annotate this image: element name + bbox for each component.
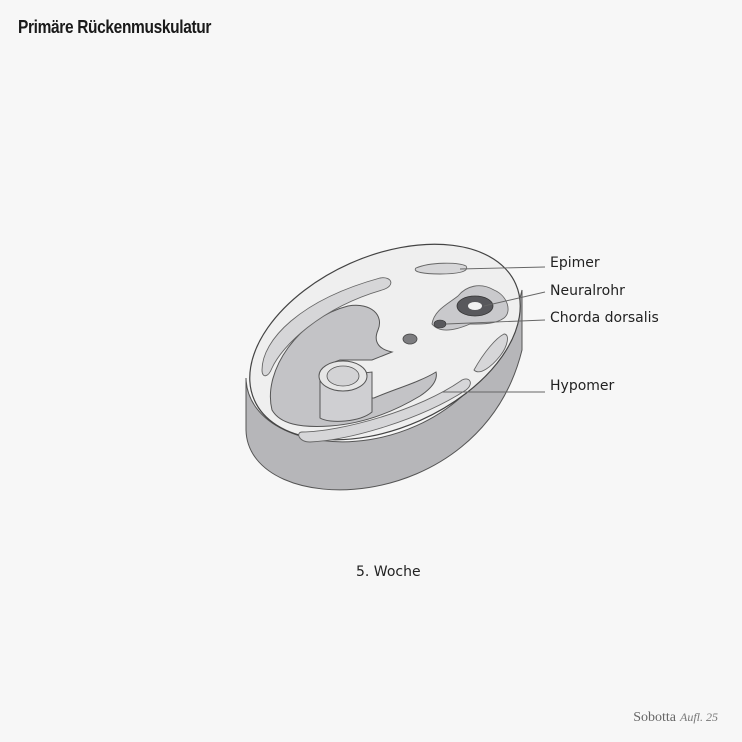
neural-tube-lumen	[468, 302, 482, 310]
edition-label: Aufl. 25	[680, 710, 718, 724]
label-chorda-dorsalis: Chorda dorsalis	[550, 310, 659, 326]
epimer-strip	[261, 277, 392, 377]
label-epimer: Epimer	[550, 255, 600, 271]
hypomer-strip	[473, 333, 508, 373]
label-hypomer: Hypomer	[550, 378, 615, 394]
aorta-dot	[402, 333, 418, 345]
label-neuralrohr: Neuralrohr	[550, 283, 625, 299]
epimer-strip-dorsal	[414, 262, 468, 275]
source-credit: Sobotta Aufl. 25	[633, 710, 718, 726]
page-title: Primäre Rückenmuskulatur	[18, 17, 212, 37]
hypomer-strip-ventral	[298, 378, 471, 443]
gut-tube	[318, 360, 373, 422]
chorda-dorsalis	[433, 319, 447, 329]
leader-lines	[442, 266, 546, 393]
publisher-name: Sobotta	[633, 710, 676, 725]
stage-caption: 5. Woche	[356, 564, 421, 580]
